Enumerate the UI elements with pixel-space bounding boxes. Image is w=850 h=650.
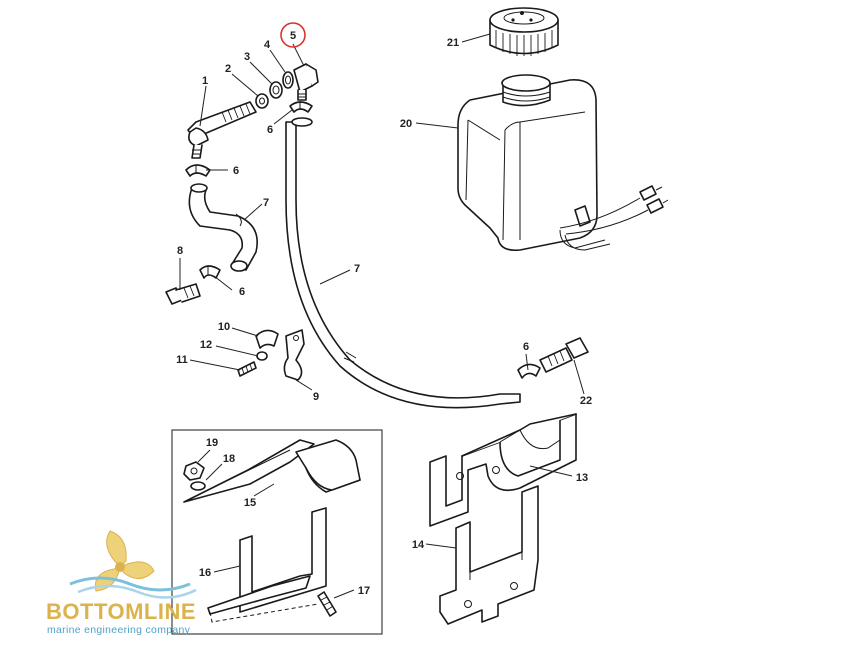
- wave-icon: [69, 576, 191, 592]
- callout-17: 17: [358, 585, 370, 597]
- hose-long: [285, 117, 521, 409]
- washer-3: [269, 81, 283, 99]
- bottomline-logo: BOTTOMLINE marine engineering company: [46, 530, 197, 636]
- clip-10: [255, 329, 279, 349]
- bracket-14: [439, 485, 539, 625]
- seal-4: [282, 71, 294, 89]
- bracket-9: [283, 329, 305, 381]
- hose-clamp: [185, 164, 211, 177]
- callout-20: 20: [400, 118, 412, 130]
- callout-8: 8: [177, 245, 183, 257]
- callout-13: 13: [576, 472, 588, 484]
- logo-tagline: marine engineering company: [47, 624, 191, 636]
- callout-12: 12: [200, 339, 212, 351]
- callout-4: 4: [264, 39, 271, 51]
- washer-12: [256, 351, 268, 361]
- callout-6: 6: [523, 341, 529, 353]
- callout-7: 7: [354, 263, 360, 275]
- callout-14: 14: [412, 539, 425, 551]
- callout-21: 21: [447, 37, 459, 49]
- callout-22: 22: [580, 395, 592, 407]
- screw-17: [317, 591, 337, 617]
- callout-3: 3: [244, 51, 250, 63]
- callout-2: 2: [225, 63, 231, 75]
- bracket-13: [429, 413, 577, 527]
- inset-frame: [171, 429, 383, 635]
- callout-16: 16: [199, 567, 211, 579]
- callout-6: 6: [239, 286, 245, 298]
- elbow-fitting-5: [293, 63, 319, 101]
- hose-clamp: [199, 265, 221, 279]
- leader-lines: [179, 33, 585, 599]
- callout-6: 6: [233, 165, 239, 177]
- callout-15: 15: [244, 497, 256, 509]
- tank-cap: [489, 7, 559, 56]
- fitting-8: [165, 283, 201, 305]
- callout-5: 5: [290, 30, 296, 42]
- bracket-16: [207, 507, 327, 615]
- callout-9: 9: [313, 391, 319, 403]
- screw-11: [237, 361, 257, 377]
- callout-19: 19: [206, 437, 218, 449]
- nut-19: [183, 461, 205, 481]
- washer-2: [255, 93, 269, 109]
- elbow-fitting: [187, 101, 257, 159]
- wave-icon: [77, 584, 197, 599]
- hose-short: [188, 183, 258, 272]
- callout-1: 1: [202, 75, 208, 87]
- highlight-circle: [280, 22, 306, 48]
- logo-name: BOTTOMLINE: [46, 599, 196, 624]
- tank-sensor-wires: [559, 185, 669, 235]
- fitting-22: [539, 337, 589, 373]
- callout-18: 18: [223, 453, 235, 465]
- oil-tank: [457, 74, 611, 252]
- hose-clamp: [517, 363, 541, 379]
- bracket-15: [183, 439, 361, 503]
- callout-10: 10: [218, 321, 230, 333]
- hose-clamp: [289, 101, 313, 113]
- callout-6: 6: [267, 124, 273, 136]
- callout-11: 11: [176, 354, 188, 366]
- callout-labels: 1 2 3 4 5 6 6 6 6 7 7 8 9 10 11 12 13 14…: [176, 30, 592, 597]
- washer-18: [190, 481, 206, 491]
- callout-7: 7: [263, 197, 269, 209]
